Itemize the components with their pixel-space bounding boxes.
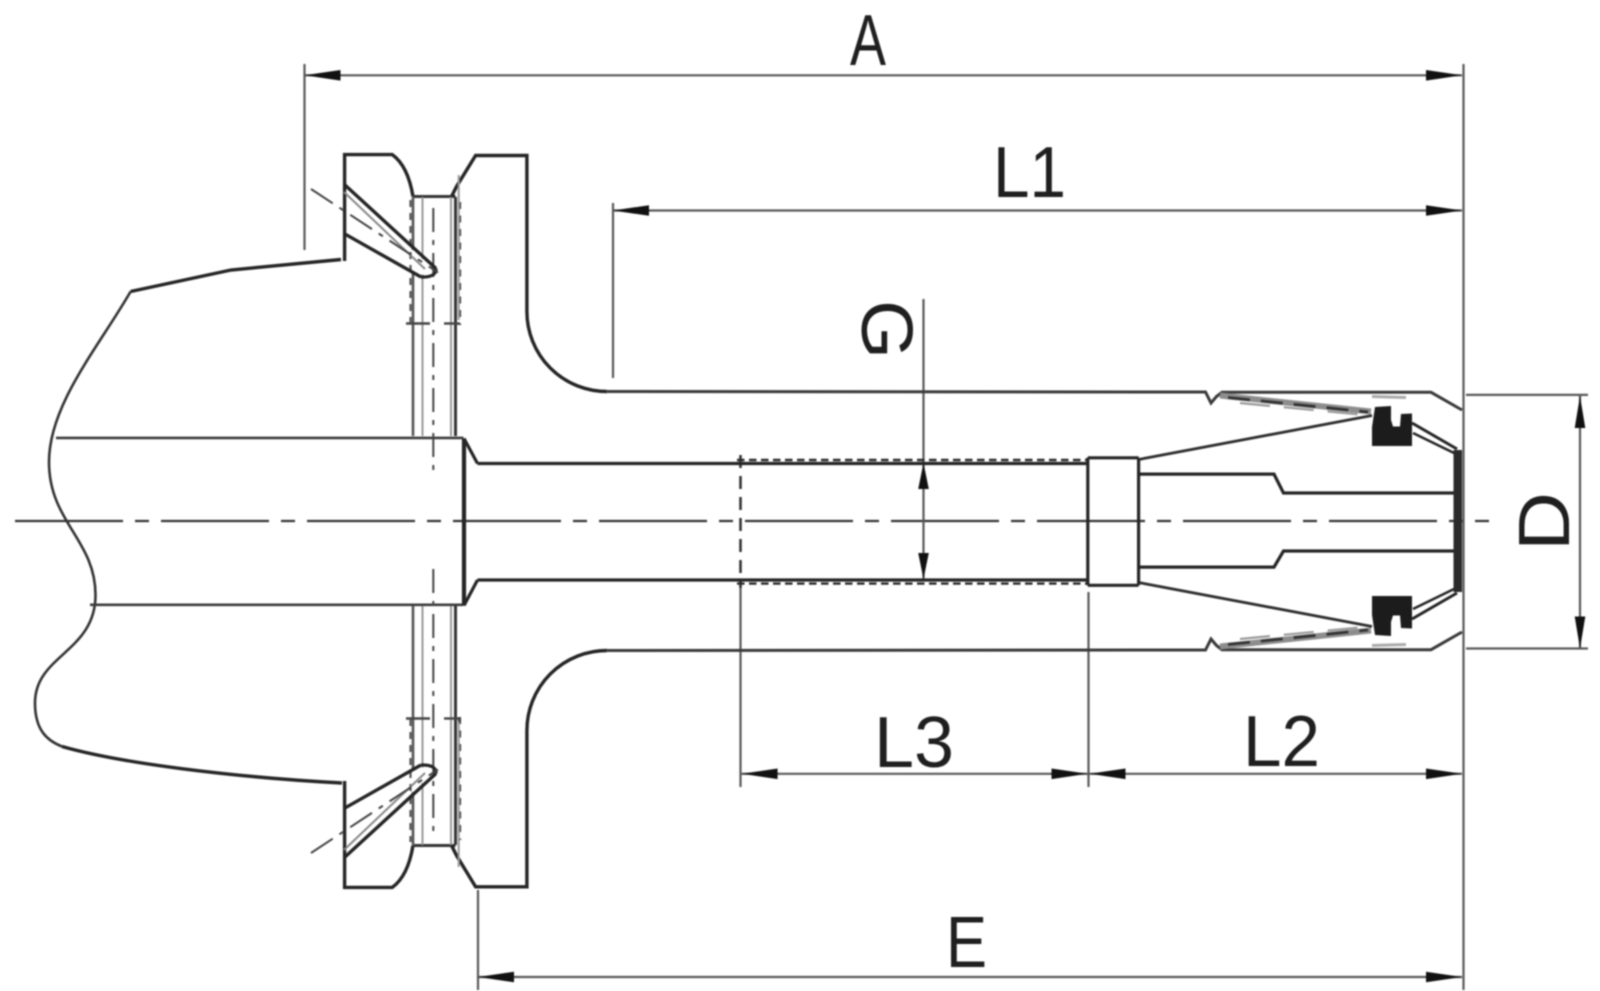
svg-text:L3: L3: [874, 703, 954, 783]
svg-text:D: D: [1505, 492, 1585, 551]
svg-text:A: A: [850, 1, 886, 81]
svg-text:L1: L1: [993, 133, 1066, 213]
svg-text:G: G: [846, 300, 926, 359]
svg-text:L2: L2: [1243, 702, 1320, 782]
svg-text:E: E: [946, 903, 987, 983]
